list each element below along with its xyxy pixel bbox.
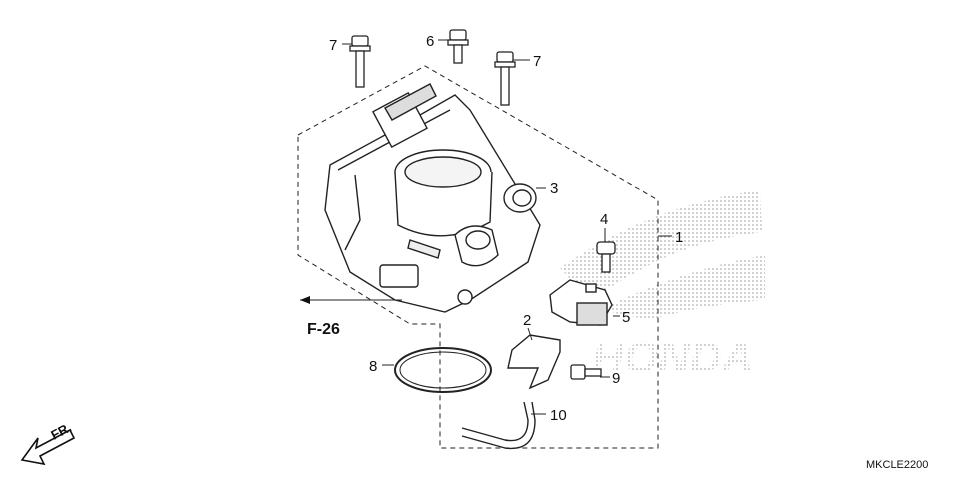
callout-6: 6 [426, 33, 434, 50]
callouts: 1 2 3 4 5 6 7 7 8 9 10 [329, 33, 683, 424]
screw-4 [596, 241, 616, 273]
callout-5: 5 [622, 309, 630, 326]
throttle-body [324, 83, 541, 313]
reference-label: F-26 [307, 321, 340, 338]
callout-8: 8 [369, 358, 377, 375]
reference-arrow-icon [300, 296, 310, 304]
bolt-7-right [494, 51, 516, 106]
callout-1: 1 [675, 229, 683, 246]
callout-4: 4 [600, 211, 608, 228]
assembly-boundary [297, 65, 659, 449]
bolt-6 [447, 29, 469, 64]
wing-logo [560, 190, 765, 320]
callout-9: 9 [612, 370, 620, 387]
callout-10: 10 [550, 407, 567, 424]
front-arrow-icon [20, 428, 76, 466]
callout-7-left: 7 [329, 37, 337, 54]
tube-10 [461, 401, 536, 450]
reference-f26: F-26 [300, 296, 340, 338]
diagram-code: MKCLE2200 [866, 459, 928, 471]
o-ring-8 [394, 347, 492, 393]
screw-9 [570, 364, 602, 380]
callout-7-right: 7 [533, 53, 541, 70]
callout-3: 3 [550, 180, 558, 197]
bracket-2 [507, 334, 561, 390]
callout-2: 2 [523, 312, 531, 329]
sensor-5 [549, 279, 613, 326]
watermark-text: HONDA [592, 333, 753, 382]
brand-watermark: HONDA [560, 190, 765, 382]
bolt-7-left [349, 35, 371, 88]
front-marker: FR. [20, 420, 76, 466]
